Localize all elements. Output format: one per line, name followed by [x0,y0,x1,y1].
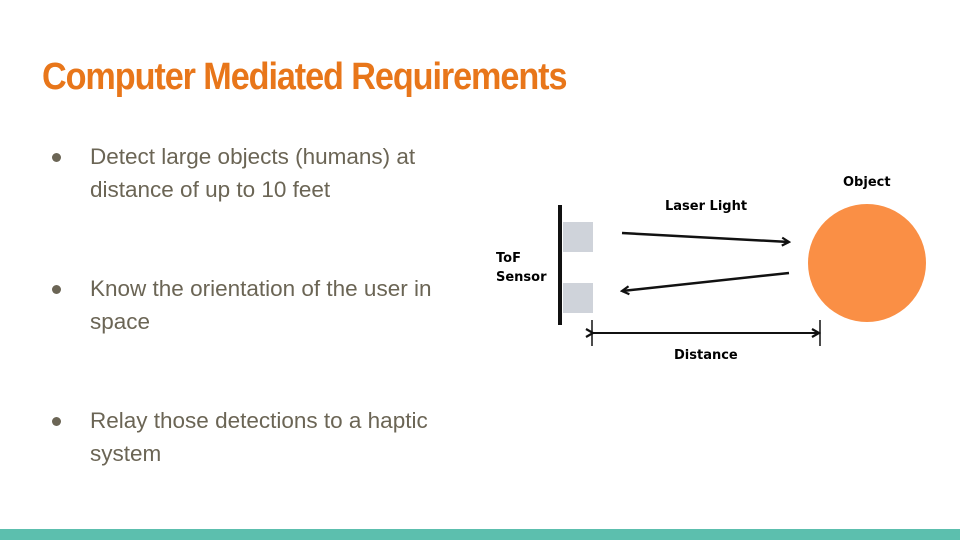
bullet-text: Detect large objects (humans) at distanc… [90,144,416,202]
footer-accent-bar [0,529,960,540]
bullet-dot-icon [52,153,61,162]
bullet-item: Know the orientation of the user in spac… [50,272,480,338]
sensor-label: ToF [496,251,521,266]
emitter-block [563,222,593,252]
tof-sensor-diagram: ToF Sensor Laser Light Object Distance [496,175,926,363]
bullet-item: Detect large objects (humans) at distanc… [50,140,480,206]
bullet-text: Know the orientation of the user in spac… [90,276,432,334]
slide-title: Computer Mediated Requirements [42,56,567,98]
distance-label: Distance [674,348,738,363]
bullet-list: Detect large objects (humans) at distanc… [50,140,480,536]
reflected-laser-arrow [622,271,790,291]
sensor-wall [558,205,562,325]
sensor-label: Sensor [496,270,547,285]
bullet-dot-icon [52,417,61,426]
bullet-text: Relay those detections to a haptic syste… [90,408,428,466]
laser-light-label: Laser Light [665,199,747,214]
outgoing-laser-arrow [621,231,789,242]
bullet-dot-icon [52,285,61,294]
object-circle [808,204,926,322]
object-label: Object [843,175,891,190]
bullet-item: Relay those detections to a haptic syste… [50,404,480,470]
receiver-block [563,283,593,313]
